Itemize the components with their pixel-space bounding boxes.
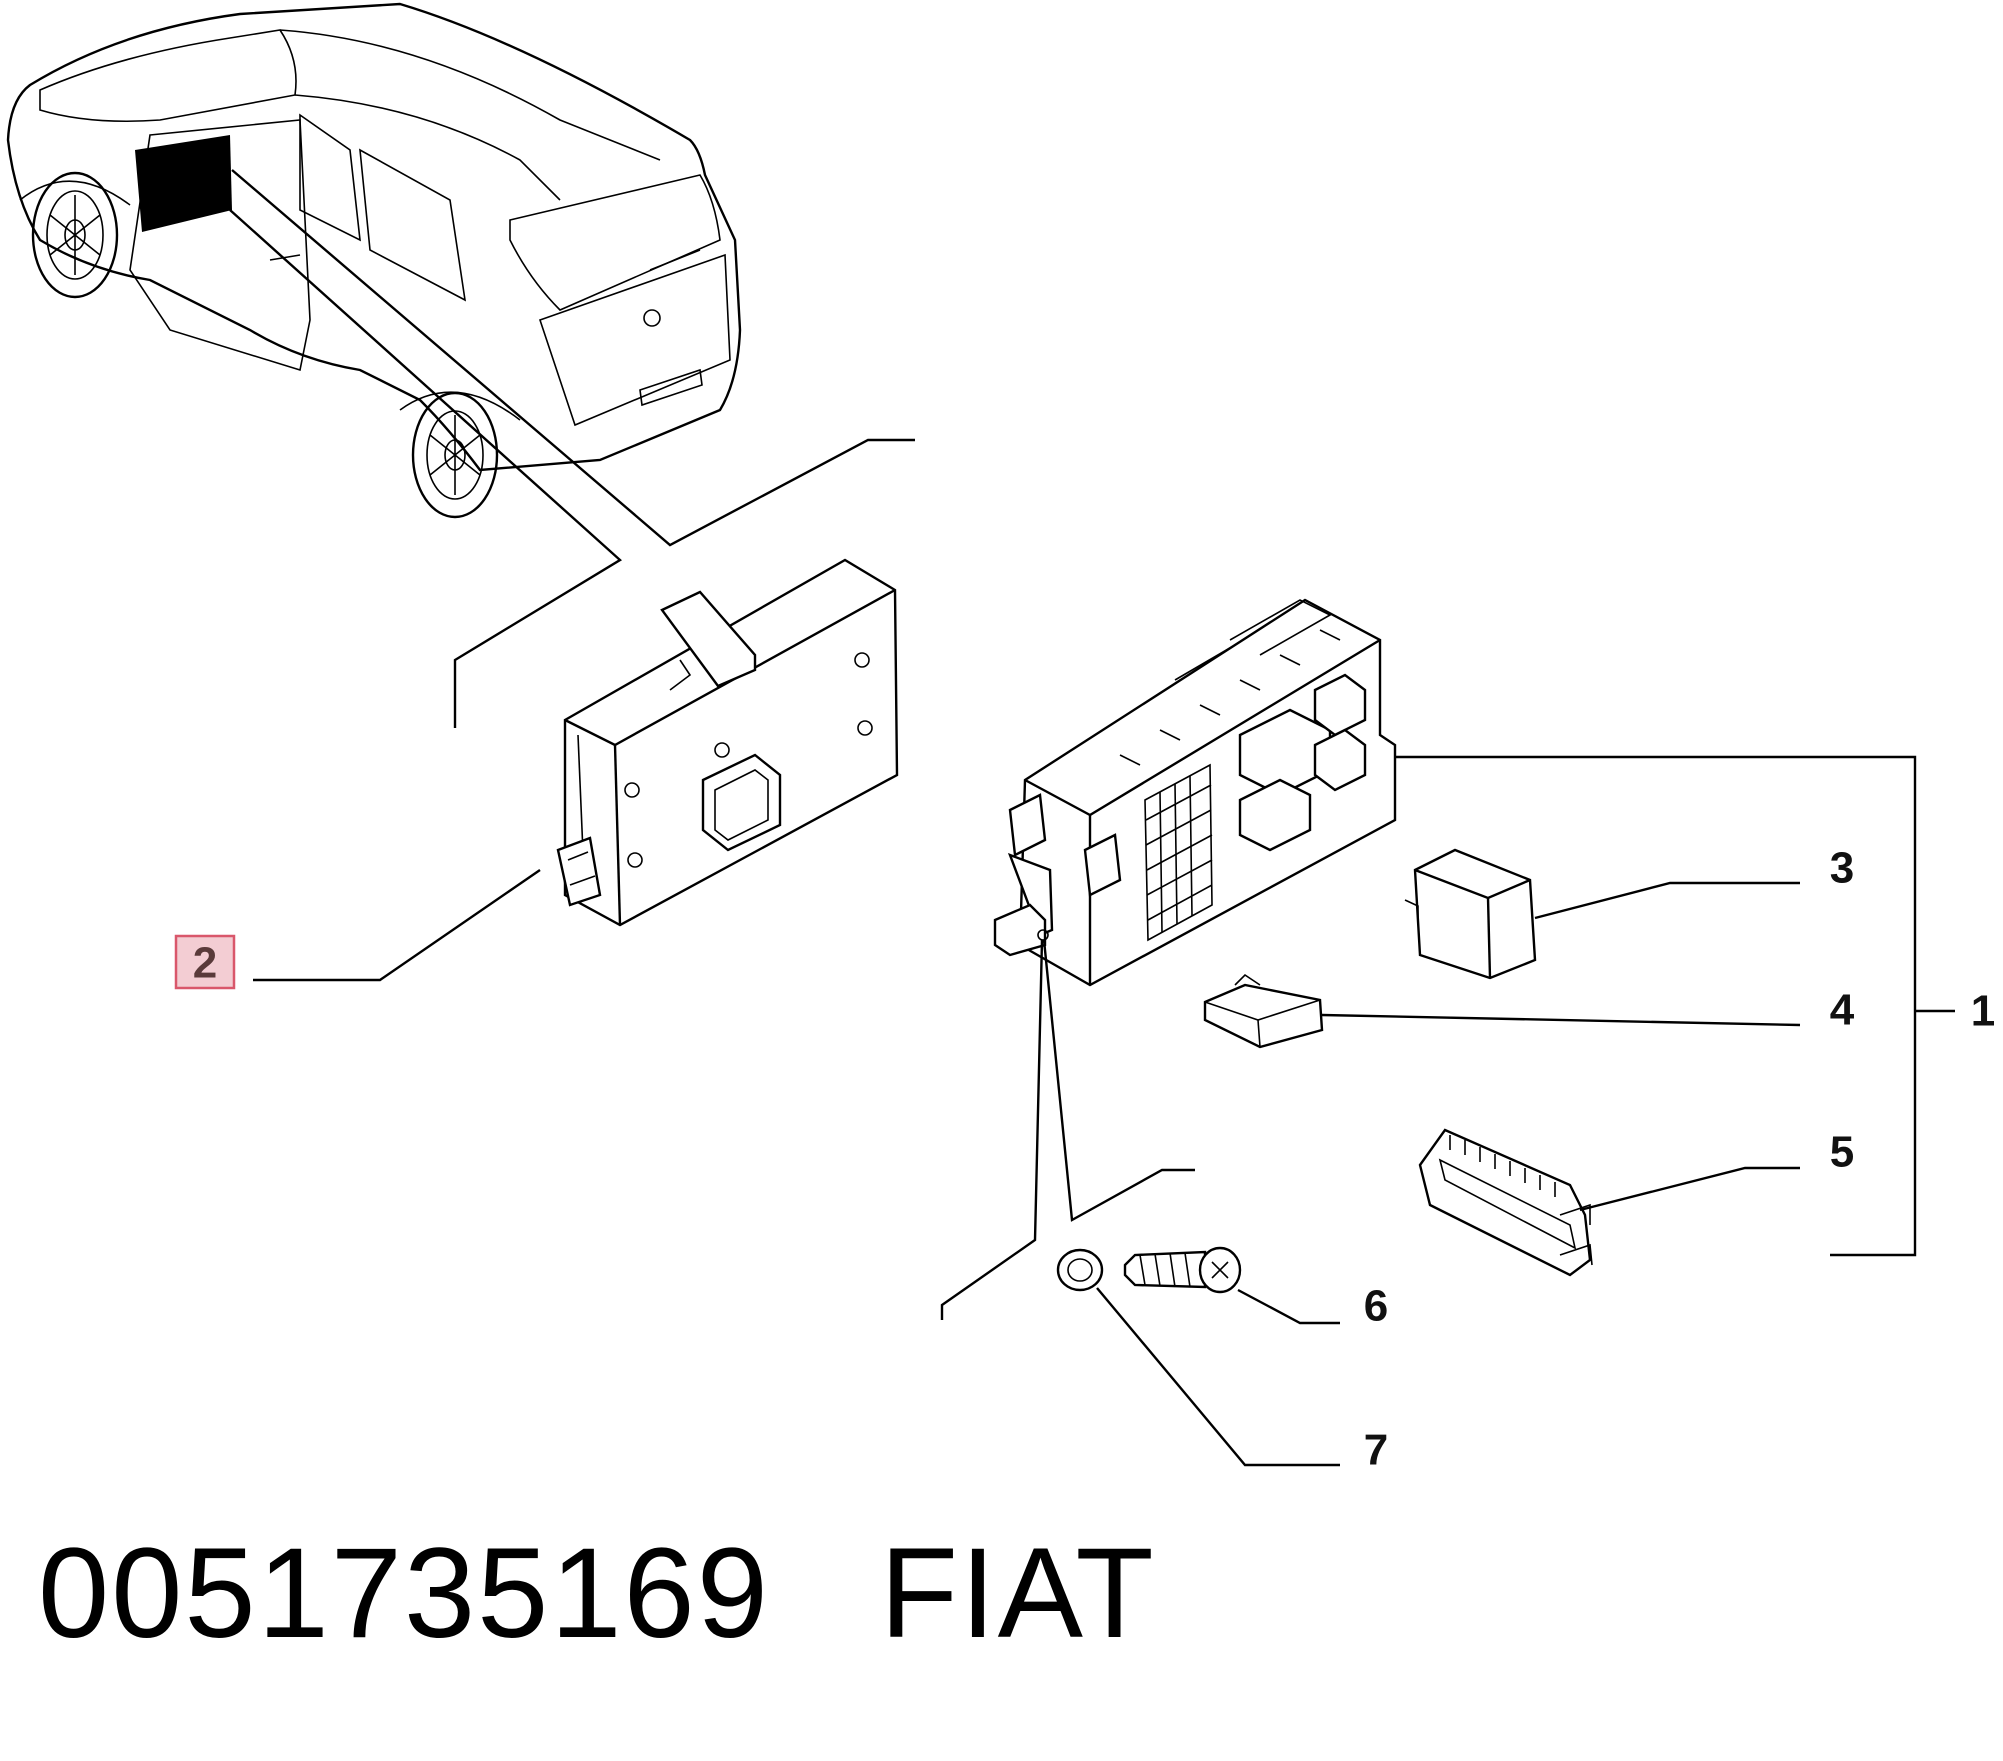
callout-label-4: 4 — [1830, 986, 1855, 1035]
callout-5[interactable]: 5 — [1830, 1128, 1854, 1177]
callout-highlight-box — [174, 934, 236, 990]
blade-fuse-part — [1203, 973, 1324, 1049]
callout-7[interactable]: 7 — [1364, 1426, 1388, 1475]
callout-3[interactable]: 3 — [1830, 844, 1854, 893]
part-number: 0051735169 — [38, 1522, 770, 1665]
callout-label-6: 6 — [1364, 1282, 1388, 1331]
callout-label-2: 2 — [193, 939, 217, 988]
leader-2 — [253, 869, 541, 982]
relay-part — [1404, 848, 1537, 980]
leader-7 — [1096, 1287, 1340, 1467]
body-computer-module — [556, 558, 899, 927]
callout-1[interactable]: 1 — [1971, 987, 1995, 1036]
callout-2[interactable]: 2 — [174, 934, 236, 990]
callout-label-5: 5 — [1830, 1128, 1854, 1177]
fuse-grid — [1144, 763, 1213, 942]
brand-name: FIAT — [879, 1522, 1156, 1665]
vehicle-illustration — [6, 2, 742, 519]
leader-3 — [1534, 881, 1800, 920]
fastener-leader-b — [1042, 939, 1195, 1222]
vehicle-leader-lines — [229, 169, 915, 728]
leader-4 — [1321, 1013, 1801, 1027]
leader-5 — [1579, 1166, 1800, 1212]
leader-6 — [1237, 1288, 1340, 1325]
callout-label-7: 7 — [1364, 1426, 1388, 1475]
callout-label-3: 3 — [1830, 844, 1854, 893]
connector-strip-part — [1418, 1128, 1593, 1277]
leader-1-bracket — [1395, 755, 1955, 1257]
screw-part — [1123, 1246, 1242, 1294]
callout-6[interactable]: 6 — [1364, 1282, 1388, 1331]
callout-4[interactable]: 4 — [1830, 986, 1855, 1035]
fuse-box-module — [993, 598, 1397, 987]
callout-label-1: 1 — [1971, 987, 1995, 1036]
fastener-leader-a — [940, 939, 1044, 1320]
callouts: 1 2 3 4 5 6 7 — [174, 844, 1995, 1475]
washer-part — [1056, 1248, 1104, 1292]
